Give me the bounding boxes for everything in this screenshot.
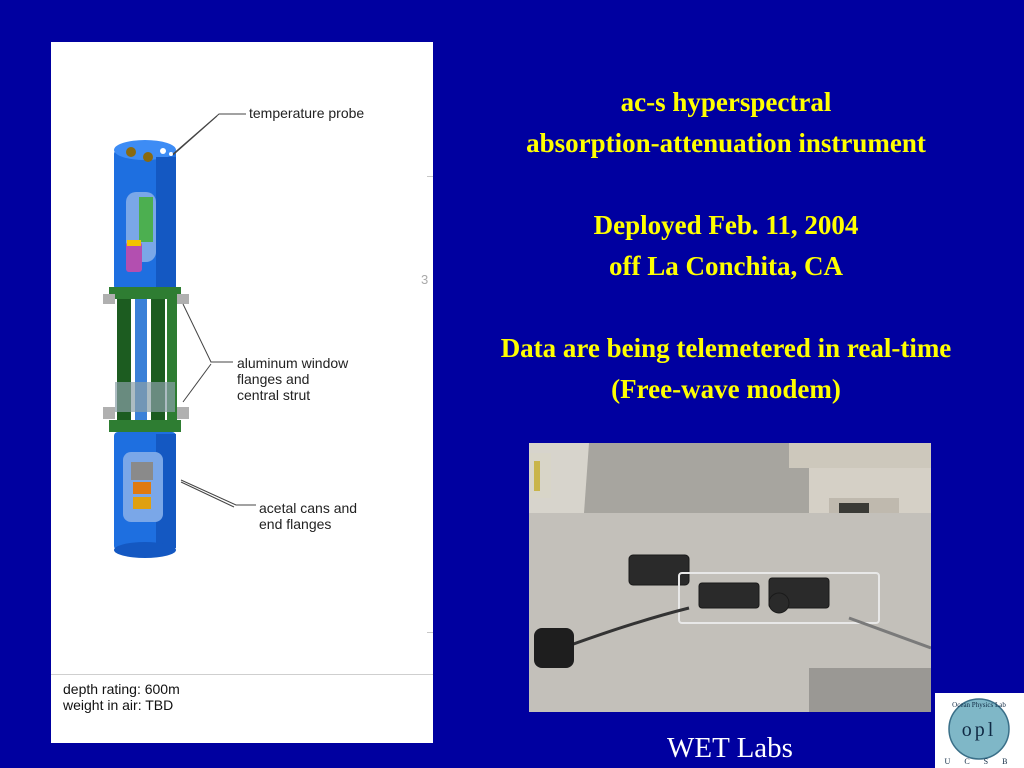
title-line-1: ac-s hyperspectral: [620, 87, 832, 117]
lower-can: [114, 432, 176, 558]
instrument-deck-photo: [529, 443, 931, 712]
callout-acetal-line2: end flanges: [259, 516, 332, 532]
deployment-location: off La Conchita, CA: [609, 251, 843, 281]
svg-text:Ocean Physics Lab: Ocean Physics Lab: [952, 701, 1006, 709]
svg-text:opl: opl: [962, 719, 997, 741]
callout-temperature-probe: temperature probe: [249, 105, 365, 121]
edge-tick: [427, 176, 433, 177]
svg-text:U C S B: U C S B: [945, 757, 1014, 766]
callout-window-line2: flanges and: [237, 371, 310, 387]
instrument-diagram-panel: temperature probe aluminum window flange…: [51, 42, 433, 743]
deployment-date: Deployed Feb. 11, 2004: [593, 210, 859, 240]
callout-window-line3: central strut: [237, 387, 311, 403]
callout-window-line1: aluminum window: [237, 355, 349, 371]
window-flanges-and-strut: [103, 287, 189, 432]
spec-divider: [51, 674, 433, 675]
ocean-physics-lab-logo: opl Ocean Physics Lab U C S B: [935, 693, 1024, 768]
depth-rating: depth rating: 600m: [63, 681, 180, 697]
callout-window-flanges: aluminum window flanges and central stru…: [237, 355, 348, 403]
title-line-2: absorption-attenuation instrument: [526, 128, 926, 158]
callout-leader-lines: [172, 113, 256, 508]
slide-title-block: ac-s hyperspectral absorption-attenuatio…: [436, 82, 1016, 410]
edge-number: 3: [421, 272, 429, 287]
upper-can: [114, 140, 176, 290]
edge-tick: [427, 632, 433, 633]
instrument-diagram: [103, 113, 256, 558]
photo-credit: WET Labs: [667, 732, 793, 764]
telemetry-note: Data are being telemetered in real-time: [500, 333, 952, 363]
callout-acetal-cans: acetal cans and end flanges: [259, 500, 357, 532]
callout-acetal-line1: acetal cans and: [259, 500, 358, 516]
modem-note: (Free-wave modem): [611, 374, 841, 404]
weight-in-air: weight in air: TBD: [63, 697, 174, 713]
spec-block: depth rating: 600m weight in air: TBD: [63, 681, 180, 713]
